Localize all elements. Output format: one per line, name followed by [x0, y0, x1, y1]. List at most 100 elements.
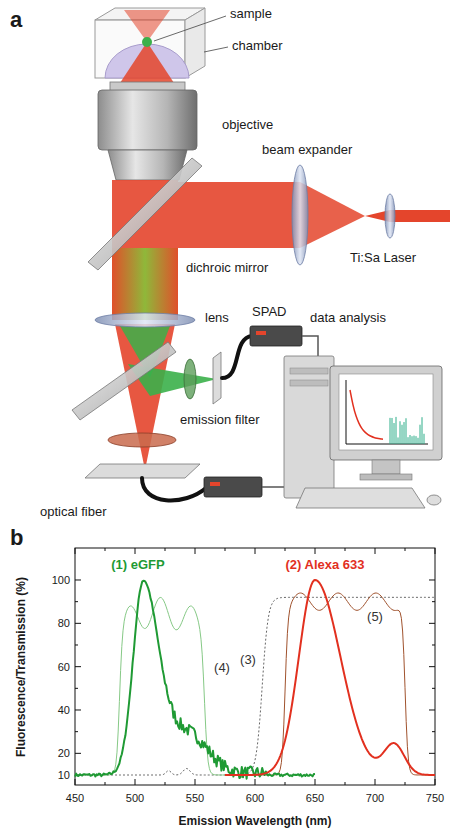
callout-number: (4)	[214, 661, 230, 675]
axis-tick	[429, 623, 435, 624]
spad-detector	[250, 326, 302, 346]
axis-tick	[435, 548, 436, 554]
emission-filter	[108, 433, 176, 447]
leader-line	[204, 47, 228, 52]
emission-spectrum	[75, 581, 315, 779]
screen-plot	[412, 436, 413, 444]
optical-fiber	[142, 478, 206, 500]
filter-curve	[75, 597, 435, 775]
axis-tick	[429, 579, 435, 580]
panel-letter: a	[10, 8, 22, 32]
part-label: lens	[205, 311, 229, 325]
tick-label: 450	[66, 792, 84, 804]
computer	[296, 488, 425, 508]
part-label: chamber	[232, 39, 283, 53]
axis-tick	[75, 548, 76, 554]
tick-label: 80	[58, 617, 70, 629]
screen-plot	[424, 434, 425, 444]
axis-tick	[195, 779, 196, 785]
axis-tick	[285, 782, 286, 785]
excitation-focus	[118, 10, 176, 86]
tick-label: 600	[246, 792, 264, 804]
axis-tick	[315, 779, 316, 785]
screen-plot	[396, 417, 397, 444]
part-label: dichroic mirror	[186, 261, 268, 275]
panel-letter: b	[10, 526, 23, 550]
computer	[290, 368, 328, 374]
series-label: (2) Alexa 633	[285, 558, 364, 572]
axis-tick	[405, 548, 406, 551]
signal-cable	[302, 336, 318, 356]
dichroic-mirror	[88, 158, 202, 270]
screen-plot	[346, 380, 428, 444]
tick-label: 550	[186, 792, 204, 804]
axis-tick	[75, 709, 81, 710]
pinhole-plate	[213, 352, 221, 404]
part-label: Ti:Sa Laser	[350, 251, 416, 265]
series-label: (1) eGFP	[111, 558, 164, 572]
tick-label: 10	[58, 769, 70, 781]
computer	[330, 366, 442, 460]
screen-plot	[398, 437, 399, 444]
part-label: optical fiber	[40, 505, 106, 519]
tick-label: 60	[58, 661, 70, 673]
screen-plot	[416, 436, 417, 444]
spad-detector	[204, 477, 262, 497]
axis-title: Fluorescence/Transmission (%)	[15, 577, 28, 757]
tick-label: 500	[126, 792, 144, 804]
axis-tick	[75, 731, 78, 732]
tick-label: 700	[366, 792, 384, 804]
computer	[284, 356, 442, 508]
tube-lens	[95, 313, 195, 327]
axis-title: Emission Wavelength (nm)	[179, 815, 332, 828]
axis-tick	[135, 779, 136, 785]
computer	[372, 460, 400, 474]
axis-tick	[375, 779, 376, 785]
part-label: sample	[230, 7, 272, 21]
dichroic-mirror	[72, 342, 176, 420]
objective-lens	[98, 90, 197, 150]
computer	[339, 374, 433, 450]
beam-expander-lens	[292, 165, 308, 265]
screen-plot	[392, 418, 393, 444]
part-label: SPAD	[252, 305, 286, 319]
beam-expander-lens	[385, 194, 395, 238]
axis-tick	[195, 548, 196, 554]
axis-tick	[75, 779, 76, 785]
screen-plot	[406, 418, 407, 444]
axis-tick	[435, 779, 436, 785]
axis-tick	[225, 548, 226, 551]
callout-number: (5)	[367, 610, 383, 624]
emission-filter	[184, 359, 196, 399]
tick-label: 20	[58, 747, 70, 759]
axis-tick	[105, 548, 106, 551]
screen-plot	[414, 436, 415, 444]
computer	[427, 495, 441, 505]
axis-tick	[285, 548, 286, 551]
callout-number: (3)	[240, 653, 256, 667]
axis-tick	[135, 548, 136, 554]
dichroic-mirror	[72, 158, 202, 420]
screen-plot	[410, 435, 411, 444]
tick-label: 40	[58, 704, 70, 716]
axis-tick	[432, 601, 435, 602]
axis-tick	[432, 688, 435, 689]
axis-tick	[105, 782, 106, 785]
computer	[284, 356, 334, 498]
leader-line	[154, 16, 226, 41]
computer	[290, 380, 328, 386]
screen-plot	[418, 438, 419, 444]
spectrum-chart	[75, 548, 435, 785]
spad-detector	[210, 482, 220, 486]
axis-tick	[165, 782, 166, 785]
axis-tick	[432, 644, 435, 645]
axis-tick	[432, 731, 435, 732]
sample-chamber	[185, 8, 205, 78]
screen-plot	[390, 418, 391, 444]
screen-plot	[350, 390, 383, 439]
axis-tick	[225, 782, 226, 785]
spectrum-chart	[75, 580, 435, 779]
axis-tick	[375, 548, 376, 554]
axis-tick	[165, 548, 166, 551]
spectrum-chart	[75, 548, 435, 785]
